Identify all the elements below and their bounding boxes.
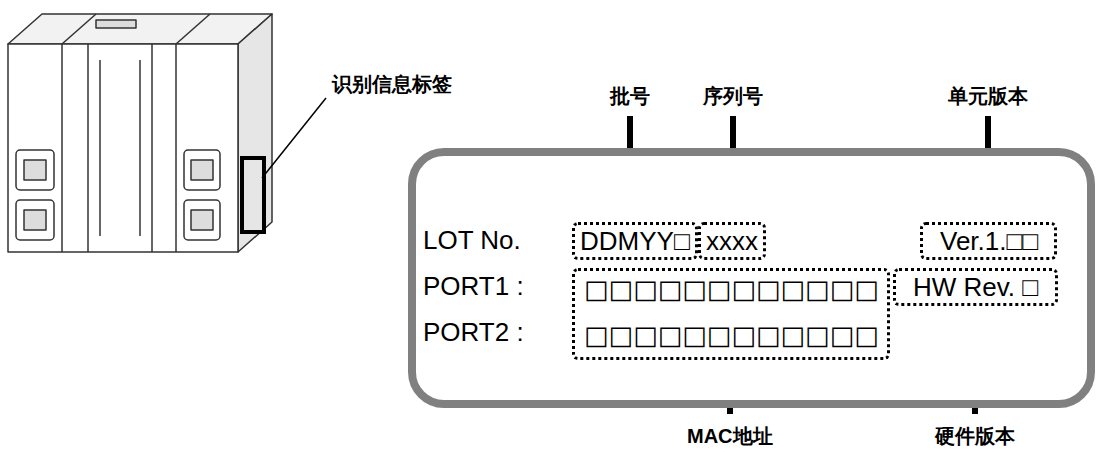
unit-version-box: Ver.1.□□	[920, 222, 1057, 260]
serial-number-box: xxxx	[698, 222, 766, 260]
field-value: xxxx	[706, 227, 758, 256]
field-name: PORT2 :	[423, 318, 524, 347]
id-label-mark	[242, 158, 264, 232]
field-value: □□□□□□□□□□□□	[584, 321, 879, 350]
callout-label: 硬件版本	[935, 424, 1015, 448]
field-name: PORT1 :	[423, 272, 524, 301]
field-value: Ver.1.□□	[940, 227, 1038, 256]
field-value: DDMYY□	[580, 227, 690, 256]
callout-label: MAC地址	[687, 424, 773, 448]
callout-label: 单元版本	[948, 84, 1028, 108]
callout-label: 批号	[610, 84, 650, 108]
callout-label: 序列号	[703, 84, 763, 108]
mac-address-box: □□□□□□□□□□□□ □□□□□□□□□□□□	[572, 268, 890, 360]
hardware-version-box: HW Rev. □	[893, 268, 1058, 306]
lot-number-box: DDMYY□	[572, 222, 698, 260]
leader-line	[262, 98, 326, 178]
label-panel: LOT No. PORT1 : PORT2 : DDMYY□ xxxx Ver.1.□□ □…	[408, 148, 1095, 408]
field-value: HW Rev. □	[913, 273, 1038, 302]
callout-label: 识别信息标签	[332, 72, 452, 96]
field-value: □□□□□□□□□□□□	[584, 275, 879, 304]
field-name: LOT No.	[423, 226, 521, 255]
